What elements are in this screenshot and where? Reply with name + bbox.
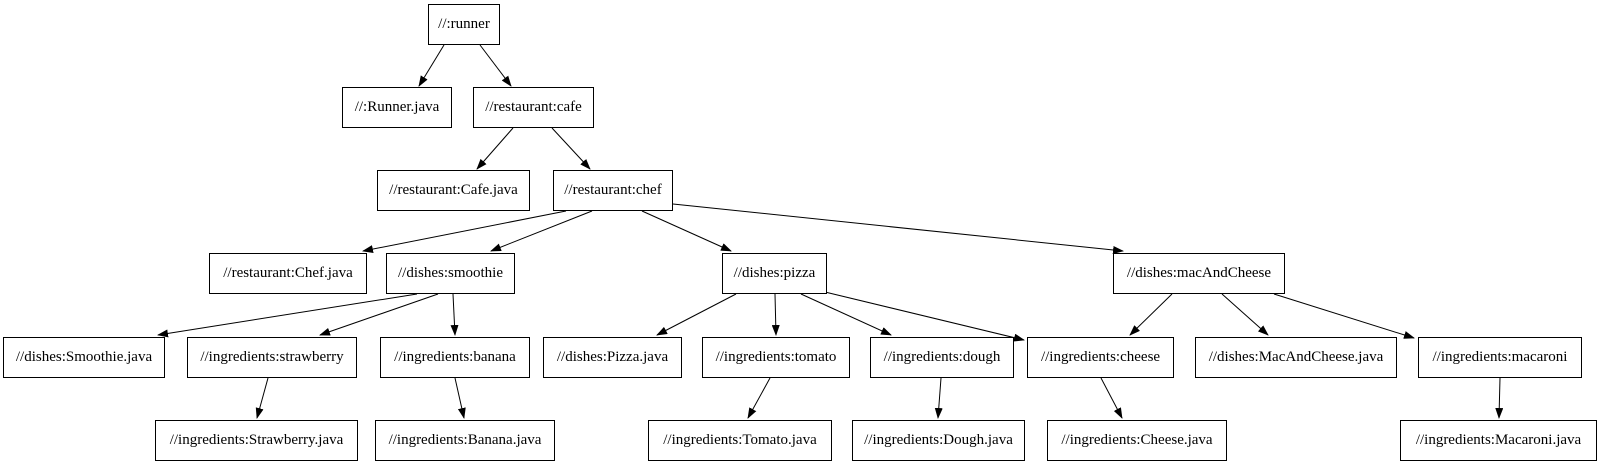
- node-cheese-java: //ingredients:Cheese.java: [1047, 420, 1227, 461]
- edge-runner-to-runner-java: [418, 44, 445, 87]
- edge-chef-to-chef-java: [362, 210, 567, 253]
- edge-macaroni-to-macaroni-java: [1495, 377, 1504, 419]
- edge-smoothie-to-smoothie-java: [157, 293, 418, 338]
- edge-strawberry-to-strawberry-java: [255, 377, 269, 419]
- edge-runner-to-cafe: [479, 44, 512, 87]
- node-smoothie-java: //dishes:Smoothie.java: [3, 337, 165, 378]
- edge-chef-to-mac-and-cheese: [672, 203, 1124, 254]
- edge-chef-to-smoothie: [490, 210, 593, 252]
- node-dough: //ingredients:dough: [870, 337, 1014, 378]
- node-chef-java: //restaurant:Chef.java: [209, 253, 367, 294]
- node-tomato: //ingredients:tomato: [702, 337, 850, 378]
- edge-mac-and-cheese-to-mac-and-cheese-java: [1221, 293, 1269, 336]
- node-pizza-java: //dishes:Pizza.java: [543, 337, 682, 378]
- node-runner: //:runner: [428, 4, 500, 45]
- node-macaroni-java: //ingredients:Macaroni.java: [1400, 420, 1597, 461]
- node-banana: //ingredients:banana: [380, 337, 530, 378]
- edge-dough-to-dough-java: [934, 377, 943, 419]
- edge-smoothie-to-strawberry: [319, 293, 439, 336]
- node-strawberry-java: //ingredients:Strawberry.java: [155, 420, 358, 461]
- node-banana-java: //ingredients:Banana.java: [375, 420, 555, 461]
- node-smoothie: //dishes:smoothie: [386, 253, 515, 294]
- node-dough-java: //ingredients:Dough.java: [852, 420, 1025, 461]
- edge-banana-to-banana-java: [454, 377, 466, 419]
- node-cheese: //ingredients:cheese: [1027, 337, 1174, 378]
- node-chef: //restaurant:chef: [553, 170, 673, 211]
- node-tomato-java: //ingredients:Tomato.java: [648, 420, 832, 461]
- edge-cafe-to-cafe-java: [476, 127, 514, 170]
- node-pizza: //dishes:pizza: [722, 253, 827, 294]
- edge-tomato-to-tomato-java: [747, 377, 771, 419]
- node-runner-java: //:Runner.java: [342, 87, 452, 128]
- edge-chef-to-pizza: [641, 210, 732, 252]
- edge-pizza-to-pizza-java: [656, 293, 737, 336]
- edge-mac-and-cheese-to-macaroni: [1273, 293, 1415, 339]
- edge-cheese-to-cheese-java: [1100, 377, 1123, 419]
- edge-pizza-to-cheese: [824, 291, 1025, 342]
- edge-smoothie-to-banana: [450, 293, 459, 336]
- edge-mac-and-cheese-to-cheese: [1129, 293, 1173, 336]
- node-cafe-java: //restaurant:Cafe.java: [377, 170, 530, 211]
- node-mac-and-cheese: //dishes:macAndCheese: [1113, 253, 1285, 294]
- edge-pizza-to-tomato: [771, 293, 780, 336]
- edge-pizza-to-dough: [800, 293, 892, 336]
- node-cafe: //restaurant:cafe: [473, 87, 594, 128]
- edge-cafe-to-chef: [551, 127, 591, 170]
- node-mac-and-cheese-java: //dishes:MacAndCheese.java: [1195, 337, 1397, 378]
- node-macaroni: //ingredients:macaroni: [1418, 337, 1582, 378]
- node-strawberry: //ingredients:strawberry: [187, 337, 357, 378]
